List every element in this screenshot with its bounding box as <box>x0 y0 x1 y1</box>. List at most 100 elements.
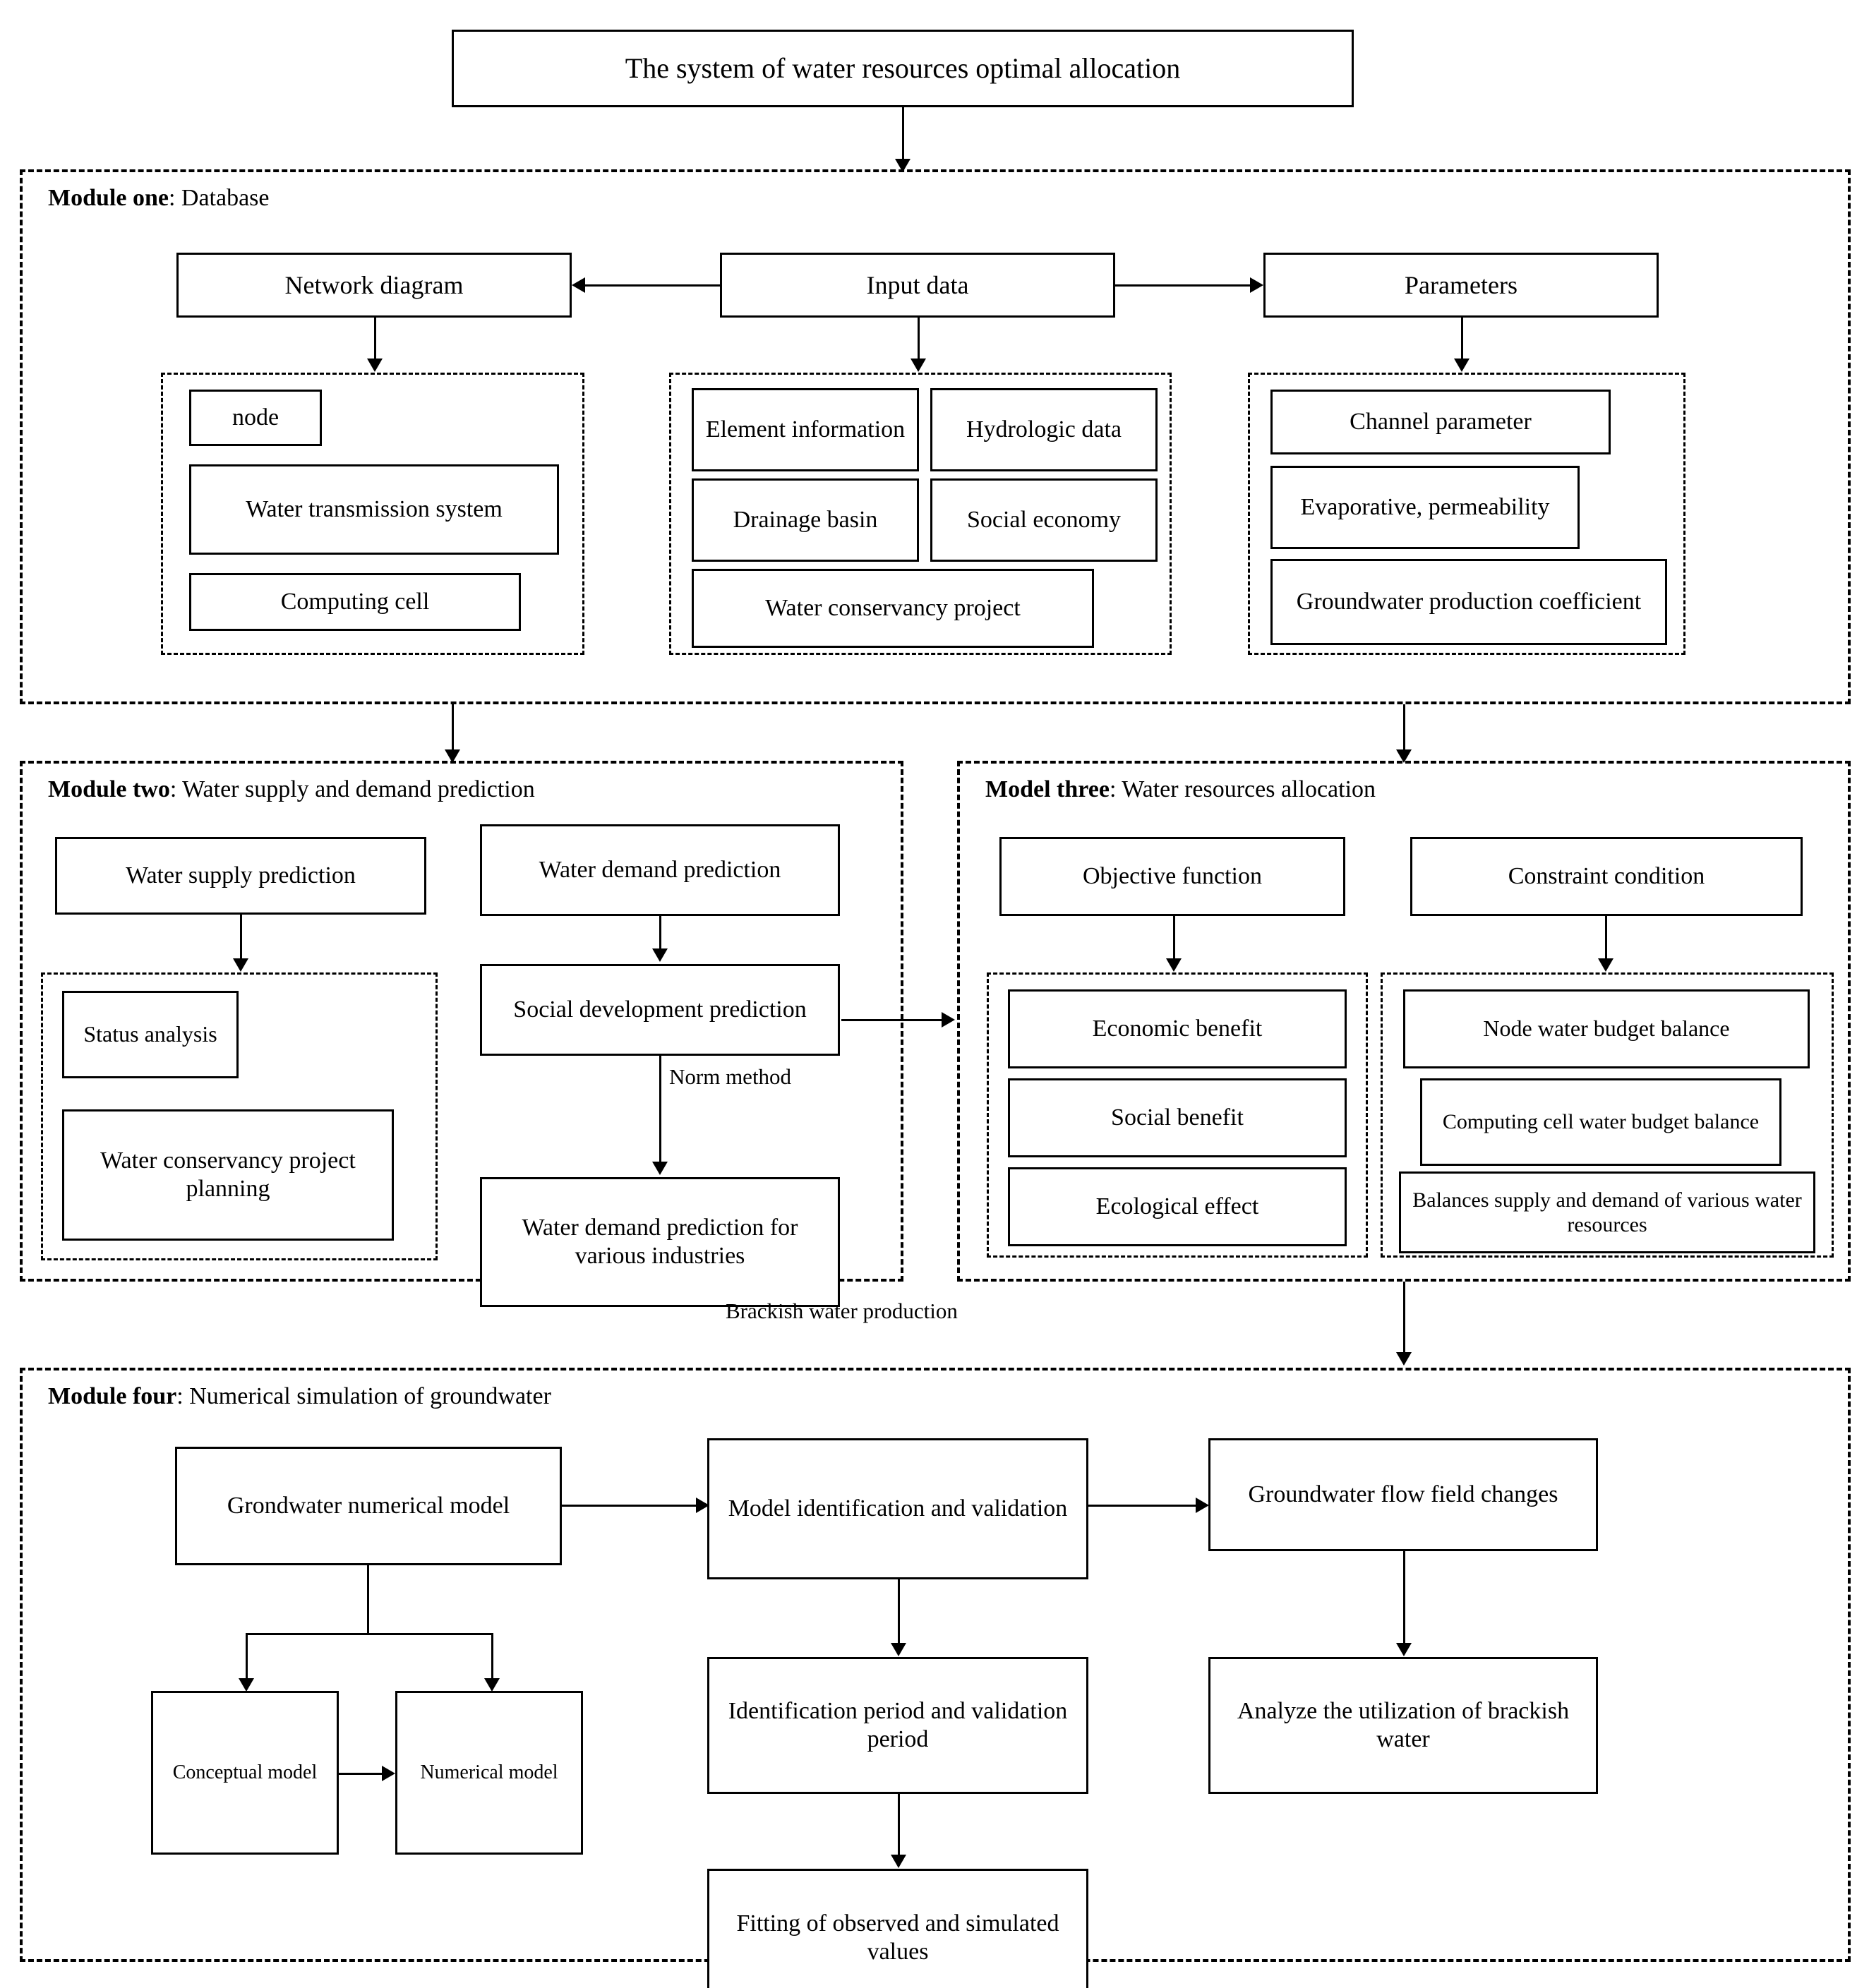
arrowhead-period-to-fitting <box>891 1855 906 1868</box>
module-three-objective-subgroup <box>987 972 1368 1258</box>
arrowhead-module-two-to-three <box>942 1012 955 1028</box>
arrowhead-demand-to-social <box>652 948 668 962</box>
label-norm-method: Norm method <box>669 1064 792 1089</box>
module-three-title: Model three: Water resources allocation <box>985 776 1376 803</box>
module-one-input-subgroup <box>669 373 1172 655</box>
module-two-supply-subgroup <box>41 972 438 1260</box>
system-title-box: The system of water resources optimal al… <box>452 30 1354 107</box>
box-water-demand-prediction: Water demand prediction <box>480 824 840 916</box>
arrowhead-network-to-group <box>367 359 383 372</box>
arrowhead-fork-to-conceptual <box>239 1678 254 1692</box>
connector-identification-down <box>898 1579 900 1647</box>
module-two-title: Module two: Water supply and demand pred… <box>48 776 535 803</box>
module-one-parameters-subgroup <box>1248 373 1685 655</box>
connector-objective-to-subgroup <box>1173 916 1175 963</box>
box-balances-supply-demand: Balances supply and demand of various wa… <box>1399 1171 1815 1253</box>
box-ecological-effect: Ecological effect <box>1008 1167 1347 1246</box>
arrowhead-parameters-to-group <box>1454 359 1470 372</box>
box-node-water-budget-balance: Node water budget balance <box>1403 989 1810 1068</box>
box-analyze-utilization-brackish: Analyze the utilization of brackish wate… <box>1208 1657 1598 1794</box>
box-social-development-prediction: Social development prediction <box>480 964 840 1056</box>
arrowhead-constraint-to-subgroup <box>1598 958 1613 972</box>
box-computing-cell-water-budget-balance: Computing cell water budget balance <box>1420 1078 1781 1166</box>
box-network-diagram: Network diagram <box>176 253 572 318</box>
arrowhead-title-to-module-one <box>895 159 911 172</box>
module-three-title-bold: Model three <box>985 776 1110 802</box>
arrowhead-conceptual-to-numerical <box>382 1766 395 1781</box>
arrowhead-input-to-group <box>911 359 926 372</box>
box-node: node <box>189 390 322 446</box>
box-status-analysis: Status analysis <box>62 991 239 1078</box>
connector-gwmodel-fork <box>246 1633 491 1635</box>
module-one-container <box>20 169 1851 704</box>
box-groundwater-production-coefficient: Groundwater production coefficient <box>1270 559 1667 645</box>
connector-input-to-network <box>584 284 720 287</box>
connector-network-to-group <box>374 318 376 363</box>
connector-parameters-to-group <box>1461 318 1463 363</box>
arrowhead-module-one-to-three <box>1396 749 1412 763</box>
arrowhead-supply-to-subgroup <box>233 958 248 972</box>
box-model-identification-validation: Model identification and validation <box>707 1438 1088 1579</box>
connector-gwmodel-to-identification <box>562 1505 700 1507</box>
connector-identification-to-flowfield <box>1088 1505 1200 1507</box>
connector-supply-to-subgroup <box>240 915 242 963</box>
module-four-title-bold: Module four <box>48 1383 177 1409</box>
connector-title-to-module-one <box>902 107 904 165</box>
arrowhead-gwmodel-to-identification <box>696 1498 709 1513</box>
box-evaporative-permeability: Evaporative, permeability <box>1270 466 1580 549</box>
connector-module-one-to-two <box>452 704 454 754</box>
box-input-data: Input data <box>720 253 1115 318</box>
connector-module-one-to-three <box>1403 704 1405 754</box>
connector-conceptual-to-numerical <box>339 1773 384 1775</box>
arrowhead-module-one-to-two <box>445 749 460 763</box>
box-water-transmission-system: Water transmission system <box>189 464 559 555</box>
module-two-title-bold: Module two <box>48 776 170 802</box>
box-groundwater-flow-field-changes: Groundwater flow field changes <box>1208 1438 1598 1551</box>
module-two-title-rest: : Water supply and demand prediction <box>169 776 535 802</box>
box-social-economy: Social economy <box>930 478 1158 562</box>
box-numerical-model: Numerical model <box>395 1691 583 1855</box>
module-one-network-subgroup <box>161 373 584 655</box>
arrowhead-flowfield-to-analyze <box>1396 1643 1412 1656</box>
arrowhead-social-to-industries <box>652 1162 668 1175</box>
box-water-demand-prediction-industries: Water demand prediction for various indu… <box>480 1177 840 1307</box>
box-parameters: Parameters <box>1263 253 1659 318</box>
connector-input-to-parameters <box>1115 284 1251 287</box>
module-one-title-rest: : Database <box>168 185 270 211</box>
box-water-conservancy-project-planning: Water conservancy project planning <box>62 1109 394 1241</box>
connector-module-two-to-three <box>841 1019 946 1021</box>
module-one-title-bold: Module one <box>48 185 169 211</box>
connector-gwmodel-down <box>367 1565 369 1633</box>
box-conceptual-model: Conceptual model <box>151 1691 339 1855</box>
arrowhead-input-to-parameters <box>1250 277 1263 293</box>
box-hydrologic-data: Hydrologic data <box>930 388 1158 471</box>
box-groundwater-numerical-model: Grondwater numerical model <box>175 1447 562 1565</box>
arrowhead-identification-to-flowfield <box>1196 1498 1209 1513</box>
box-water-supply-prediction: Water supply prediction <box>55 837 426 915</box>
arrowhead-module-three-to-four <box>1396 1352 1412 1366</box>
arrowhead-objective-to-subgroup <box>1166 958 1182 972</box>
connector-input-to-group <box>918 318 920 363</box>
connector-module-three-to-four <box>1403 1282 1405 1356</box>
arrowhead-fork-to-numerical <box>484 1678 500 1692</box>
connector-flowfield-to-analyze <box>1403 1551 1405 1647</box>
box-drainage-basin: Drainage basin <box>692 478 919 562</box>
module-one-title: Module one: Database <box>48 185 270 212</box>
module-four-title-rest: : Numerical simulation of groundwater <box>176 1383 551 1409</box>
connector-period-to-fitting <box>898 1794 900 1859</box>
box-identification-validation-period: Identification period and validation per… <box>707 1657 1088 1794</box>
box-computing-cell: Computing cell <box>189 573 521 631</box>
box-fitting-observed-simulated: Fitting of observed and simulated values <box>707 1869 1088 1988</box>
connector-social-to-industries <box>659 1056 661 1166</box>
arrowhead-identification-to-period <box>891 1643 906 1656</box>
connector-constraint-to-subgroup <box>1605 916 1607 963</box>
box-economic-benefit: Economic benefit <box>1008 989 1347 1068</box>
module-three-title-rest: : Water resources allocation <box>1109 776 1376 802</box>
connector-demand-to-social <box>659 916 661 953</box>
connector-fork-right <box>491 1633 493 1682</box>
box-objective-function: Objective function <box>999 837 1345 916</box>
box-element-information: Element information <box>692 388 919 471</box>
box-social-benefit: Social benefit <box>1008 1078 1347 1157</box>
label-brackish-water-production: Brackish water production <box>726 1299 958 1323</box>
